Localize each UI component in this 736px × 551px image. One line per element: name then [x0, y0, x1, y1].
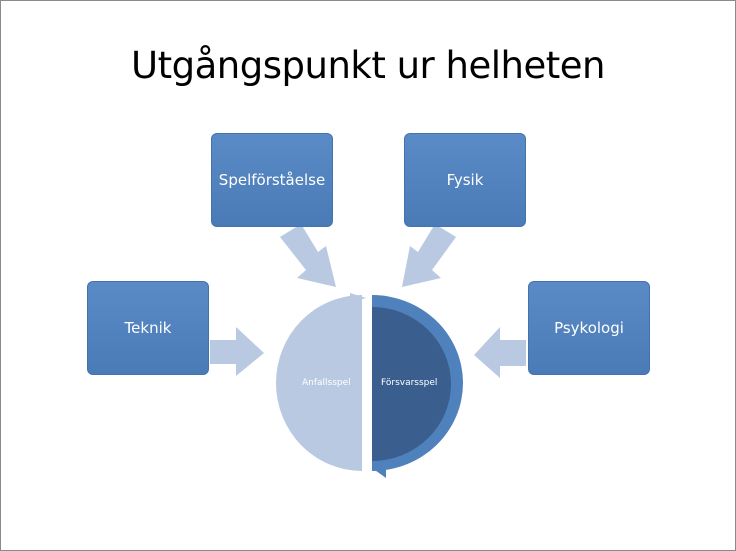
arrow-spelforstaelse [280, 224, 336, 287]
label-forsvarsspel: Försvarsspel [381, 378, 438, 388]
slide-title: Utgångspunkt ur helheten [131, 44, 605, 87]
arrow-fysik [402, 224, 456, 287]
right-arrowhead [372, 460, 386, 478]
box-psykologi: Psykologi [528, 281, 650, 375]
arrow-teknik [210, 327, 264, 376]
arrow-psykologi [474, 327, 526, 378]
label-anfallsspel: Anfallsspel [302, 378, 351, 388]
box-teknik: Teknik [87, 281, 209, 375]
left-arrowhead [350, 293, 366, 303]
circle-left-half [276, 295, 362, 471]
box-fysik: Fysik [404, 133, 526, 227]
box-spelforstaelse: Spelförståelse [211, 133, 333, 227]
circle-right-inner [372, 307, 451, 461]
